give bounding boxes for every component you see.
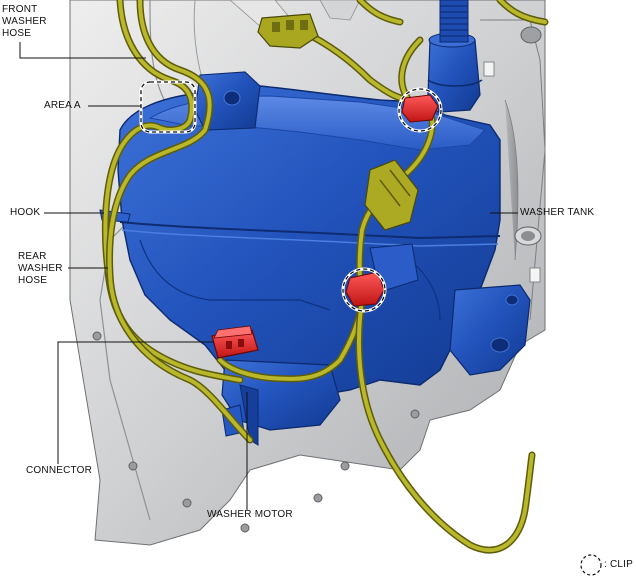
label-connector: CONNECTOR bbox=[26, 465, 93, 476]
label-hook: HOOK bbox=[10, 207, 41, 218]
clip-legend-symbol bbox=[580, 554, 602, 576]
hose-inline-connector bbox=[364, 159, 419, 231]
leader-front-washer-hose bbox=[19, 42, 146, 59]
label-front-washer-hose: FRONT WASHER HOSE bbox=[2, 4, 47, 39]
washer-tank bbox=[99, 0, 531, 446]
label-rear-washer-hose: REAR WASHER HOSE bbox=[18, 251, 63, 286]
clip-upper bbox=[401, 94, 439, 123]
filler-hose bbox=[439, 0, 469, 43]
legend-clip-text: : CLIP bbox=[604, 559, 633, 570]
label-washer-tank: WASHER TANK bbox=[520, 207, 595, 218]
label-area-a: AREA A bbox=[44, 100, 81, 111]
washer-hoses bbox=[101, 0, 549, 554]
washer-motor-connector bbox=[211, 325, 259, 359]
leader-connector bbox=[57, 341, 214, 464]
leader-lines bbox=[19, 42, 518, 510]
label-washer-motor: WASHER MOTOR bbox=[207, 509, 293, 520]
clip-lower bbox=[345, 271, 385, 307]
harness-connector-top bbox=[257, 13, 319, 49]
